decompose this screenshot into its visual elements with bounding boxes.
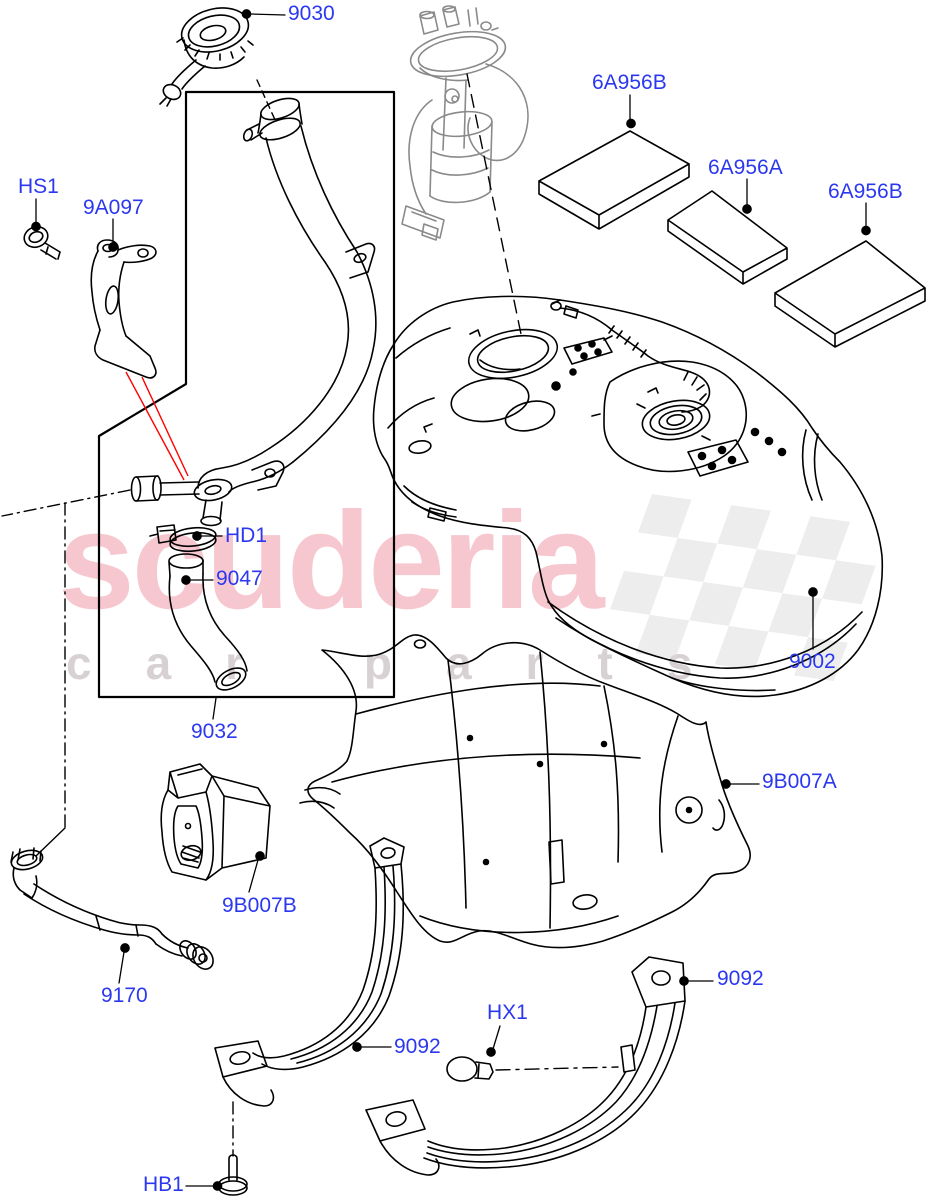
part-label-hx1[interactable]: HX1 [487, 1001, 528, 1024]
fastener-hs1-drawing [23, 225, 61, 260]
red-alignment-lines [125, 371, 189, 481]
part-label-6a956b-1[interactable]: 6A956B [592, 71, 667, 94]
bracket-9b007b-drawing [160, 763, 271, 881]
hose-clamp-drawing [149, 524, 217, 553]
part-label-9047[interactable]: 9047 [216, 567, 263, 590]
tank-strap-right-drawing [365, 956, 686, 1176]
leader-lines [31, 9, 871, 1191]
part-label-9b007a[interactable]: 9B007A [762, 770, 837, 793]
part-label-9030[interactable]: 9030 [288, 2, 335, 25]
part-label-9032[interactable]: 9032 [191, 720, 238, 743]
part-label-hd1[interactable]: HD1 [225, 524, 268, 547]
dashed-alignment-lines [1, 73, 619, 1157]
part-label-hs1[interactable]: HS1 [18, 175, 59, 198]
vent-hose-drawing [10, 847, 214, 970]
checkered-flag-watermark [610, 494, 876, 682]
detail-box-outline [97, 90, 396, 699]
tank-strap-left-drawing [214, 837, 405, 1107]
part-label-9092-right[interactable]: 9092 [717, 967, 764, 990]
part-label-9002[interactable]: 9002 [789, 650, 836, 673]
fuel-filler-cap-drawing [159, 7, 254, 107]
part-label-9a097[interactable]: 9A097 [83, 196, 144, 219]
part-label-hb1[interactable]: HB1 [143, 1173, 184, 1196]
part-label-9b007b[interactable]: 9B007B [222, 894, 297, 917]
filler-pipe-drawing [130, 97, 377, 527]
bracket-9a097-drawing [90, 239, 157, 379]
watermark-brand-text: scuderia [58, 484, 605, 638]
fastener-hx1-drawing [446, 1056, 494, 1082]
part-label-9092-left[interactable]: 9092 [394, 1035, 441, 1058]
heat-shield-drawing [299, 634, 751, 949]
fuel-pump-module-drawing [401, 5, 529, 241]
insulator-pads-drawing [538, 130, 926, 348]
part-label-9170[interactable]: 9170 [101, 984, 148, 1007]
part-label-6a956a[interactable]: 6A956A [708, 156, 783, 179]
watermark-subtitle-text: car parts [66, 637, 747, 689]
fastener-hb1-drawing [218, 1154, 248, 1196]
breather-hose-drawing [168, 553, 248, 691]
fuel-tank-drawing [372, 295, 884, 698]
part-label-6a956b-2[interactable]: 6A956B [828, 180, 903, 203]
